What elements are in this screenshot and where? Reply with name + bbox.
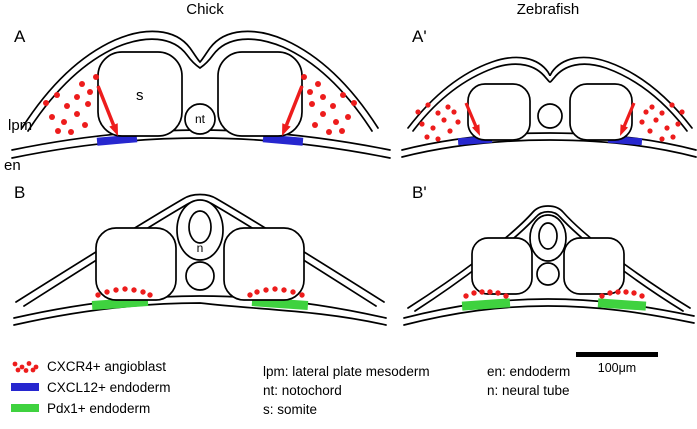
ectoderm-outline-outer [21, 30, 379, 129]
migration-arrow-left [96, 85, 118, 136]
endoderm-line-upper [401, 132, 697, 151]
notochord [184, 103, 216, 135]
scale-bar: 100μm [576, 352, 658, 375]
migration-arrow-right [282, 85, 304, 136]
panel-b-prime-label: B' [412, 183, 427, 202]
neural-tube-lumen [188, 210, 212, 244]
somite-left [95, 227, 177, 301]
legend-row-angioblast: CXCR4+ angioblast [10, 358, 170, 374]
angioblast-dots-right [639, 102, 685, 142]
abbr-lpm: lpm: lateral plate mesoderm [263, 364, 430, 379]
endoderm-line-upper [13, 295, 387, 319]
column-title-zebrafish: Zebrafish [517, 1, 580, 18]
panel-a-prime-label: A' [412, 27, 427, 46]
neural-tube-label: n [197, 241, 204, 255]
abbreviation-column-1: lpm: lateral plate mesoderm nt: notochor… [263, 362, 430, 419]
angioblast-dots-left [95, 286, 153, 298]
angioblast-dots-left [415, 102, 461, 142]
notochord-label: nt [195, 112, 206, 126]
migration-arrow-left-shaft [464, 102, 478, 127]
migration-arrow-right-shaft [622, 102, 636, 127]
legend-row-pdx1: Pdx1+ endoderm [10, 400, 170, 416]
abbr-nt: nt: notochord [263, 383, 342, 398]
abbr-s: s: somite [263, 402, 318, 417]
angioblast-dots-right [247, 286, 305, 298]
column-title-chick: Chick [186, 1, 224, 18]
migration-arrow-left-head [109, 123, 118, 136]
endoderm-line-lower [403, 305, 695, 326]
migration-arrow-left-shaft [96, 85, 116, 126]
notochord [536, 262, 560, 286]
scale-bar-label: 100μm [598, 361, 636, 375]
ectoderm-outline-outer [407, 56, 693, 129]
pdx1-endoderm-patch-left [461, 298, 511, 311]
endoderm-line-upper [403, 298, 695, 319]
neural-tube-lumen [538, 222, 558, 250]
panel-a-prime: A' [401, 27, 697, 158]
somite-right [217, 51, 303, 137]
panel-b: B n [13, 183, 387, 326]
ectoderm-outline-inner [27, 38, 373, 132]
endoderm-line-lower [11, 137, 391, 159]
pdx1-bar-icon [11, 404, 39, 412]
angioblast-dots-icon [12, 360, 39, 373]
somite-left [97, 51, 183, 137]
ectoderm-outline-outer [407, 205, 691, 309]
panel-b-prime: B' [403, 183, 695, 326]
panel-a-label: A [14, 27, 26, 46]
endoderm-label: en [4, 157, 21, 174]
lpm-label: lpm [8, 117, 32, 134]
cxcl12-endoderm-patch-left [96, 134, 138, 146]
cxcl12-endoderm-patch-right [262, 134, 304, 146]
migration-arrow-right [620, 102, 636, 136]
angioblast-dots-right [301, 74, 357, 135]
migration-arrow-right-head [282, 123, 291, 136]
migration-arrow-right-shaft [284, 85, 304, 126]
abbr-n: n: neural tube [487, 383, 570, 398]
migration-arrow-left [464, 102, 480, 136]
somite-label: s [136, 87, 144, 104]
somite-right [563, 237, 625, 295]
legend-row-cxcl12: CXCL12+ endoderm [10, 379, 170, 395]
somite-right [223, 227, 305, 301]
somite-left [471, 237, 533, 295]
pdx1-endoderm-patch-right [597, 298, 647, 311]
ectoderm-outline-inner [412, 63, 688, 132]
legend-label-angioblast: CXCR4+ angioblast [47, 358, 166, 374]
cxcl12-bar-icon [11, 383, 39, 391]
legend: CXCR4+ angioblast CXCL12+ endoderm Pdx1+… [10, 358, 170, 421]
legend-label-pdx1: Pdx1+ endoderm [47, 400, 151, 416]
endoderm-line-lower [13, 302, 387, 326]
notochord [537, 103, 563, 129]
abbr-en: en: endoderm [487, 364, 571, 379]
panel-b-label: B [14, 183, 25, 202]
panel-a: A s nt lpm en [4, 27, 391, 174]
ectoderm-outline-outer [15, 193, 385, 303]
angioblast-dots-left [463, 289, 509, 299]
legend-label-cxcl12: CXCL12+ endoderm [47, 379, 171, 395]
scale-bar-line [576, 352, 658, 357]
somite-left [467, 83, 531, 141]
angioblast-dots-right [599, 289, 645, 299]
migration-arrow-right-head [620, 124, 628, 136]
endoderm-line-lower [401, 139, 697, 158]
notochord [185, 261, 215, 291]
angioblast-dots-left [43, 74, 99, 135]
migration-arrow-left-head [472, 124, 480, 136]
somite-right [569, 83, 633, 141]
abbreviation-column-2: en: endoderm n: neural tube [487, 362, 570, 400]
